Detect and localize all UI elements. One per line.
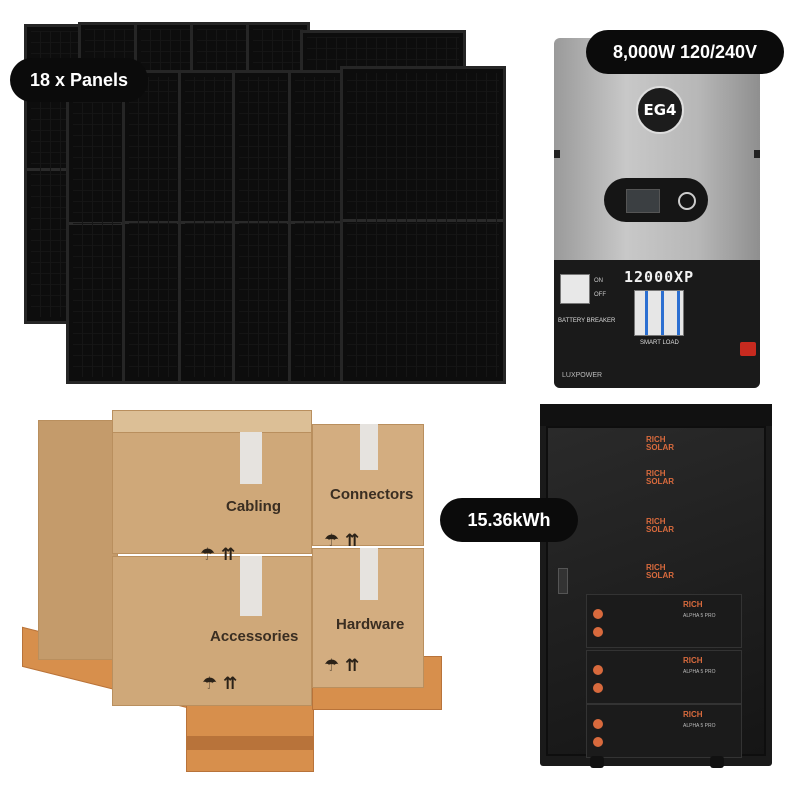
brand-line2: SOLAR [646, 525, 674, 534]
brand-line1: RICH [646, 469, 666, 478]
module-port-icon [593, 737, 603, 747]
tape [240, 432, 262, 484]
brand-line1: RICH [646, 517, 666, 526]
battery-breaker[interactable] [560, 274, 590, 304]
off-label: OFF [594, 292, 606, 298]
module-port-icon [593, 627, 603, 637]
mount-tab [554, 150, 560, 158]
handling-symbols-icon: ☂ ⇈ [200, 545, 236, 565]
box-label-cabling: Cabling [226, 498, 281, 515]
rich-solar-logo: RICH SOLAR [646, 436, 674, 452]
caster-wheel [710, 756, 724, 768]
solar-panel [288, 70, 348, 384]
smart-load-label: SMART LOAD [640, 340, 679, 346]
caster-wheel [590, 756, 604, 768]
inverter-spec-label: 8,000W 120/240V [586, 30, 784, 74]
solar-panel [178, 70, 240, 384]
box-back-left [38, 420, 118, 660]
module-model: ALPHA 5 PRO [683, 723, 716, 729]
door-handle[interactable] [558, 568, 568, 594]
power-button-icon[interactable] [678, 192, 696, 210]
pallet-plank [186, 736, 314, 750]
handling-symbols-icon: ☂ ⇈ [324, 531, 360, 551]
inverter: EG4 12000XP ON OFF BATTERY BREAKER SMART… [554, 38, 760, 388]
solar-panel [122, 70, 184, 384]
panels-count-label: 18 x Panels [10, 58, 148, 102]
solar-panel [340, 66, 506, 384]
box-label-accessories: Accessories [210, 628, 299, 645]
rich-solar-logo: RICH SOLAR [646, 564, 674, 580]
rich-solar-logo: RICH SOLAR [646, 518, 674, 534]
handling-symbols-icon: ☂ ⇈ [202, 674, 238, 694]
box-label-hardware: Hardware [336, 616, 405, 633]
tape [240, 556, 262, 616]
inverter-brand: EG4 [643, 101, 677, 119]
brand-line1: RICH [646, 563, 666, 572]
inverter-model: 12000XP [624, 268, 695, 286]
tape [360, 548, 378, 600]
module-port-icon [593, 683, 603, 693]
rich-solar-logo: RICH SOLAR [646, 470, 674, 486]
handling-symbols-icon: ☂ ⇈ [324, 656, 360, 676]
box-top [112, 410, 312, 434]
brand-line2: SOLAR [646, 477, 674, 486]
breaker-label: BATTERY BREAKER [558, 318, 616, 324]
brand-line2: SOLAR [646, 443, 674, 452]
battery-capacity-label: 15.36kWh [440, 498, 578, 542]
module-brand: RICH [683, 600, 703, 609]
red-knob-icon [740, 342, 756, 356]
module-model: ALPHA 5 PRO [683, 669, 716, 675]
inverter-base: 12000XP ON OFF BATTERY BREAKER SMART LOA… [554, 260, 760, 388]
box-label-connectors: Connectors [330, 486, 414, 503]
solar-panel [66, 72, 128, 384]
module-brand: RICH [683, 656, 703, 665]
smart-load-breaker[interactable] [634, 290, 684, 336]
module-port-icon [593, 665, 603, 675]
brand-line1: RICH [646, 435, 666, 444]
module-port-icon [593, 609, 603, 619]
box-cabling [112, 432, 312, 554]
lcd-screen [626, 189, 660, 213]
on-label: ON [594, 278, 603, 284]
battery-module: RICH ALPHA 5 PRO [586, 704, 742, 758]
box-accessories [112, 556, 312, 706]
inverter-display [604, 178, 708, 222]
module-model: ALPHA 5 PRO [683, 613, 716, 619]
mount-tab [754, 150, 760, 158]
module-brand: RICH [683, 710, 703, 719]
eg4-logo-icon: EG4 [636, 86, 684, 134]
battery-module: RICH ALPHA 5 PRO [586, 650, 742, 704]
maker-logo: LUXPOWER [562, 372, 603, 379]
module-port-icon [593, 719, 603, 729]
battery-module: RICH ALPHA 5 PRO [586, 594, 742, 648]
brand-line2: SOLAR [646, 571, 674, 580]
solar-panel [232, 70, 294, 384]
cabinet-top-vent [540, 404, 772, 426]
cabinet-glass-door: RICH SOLAR RICH SOLAR RICH SOLAR RICH SO… [546, 426, 766, 758]
on-off-label: ON OFF [594, 274, 606, 302]
battery-cabinet: RICH SOLAR RICH SOLAR RICH SOLAR RICH SO… [540, 404, 772, 768]
tape [360, 424, 378, 470]
